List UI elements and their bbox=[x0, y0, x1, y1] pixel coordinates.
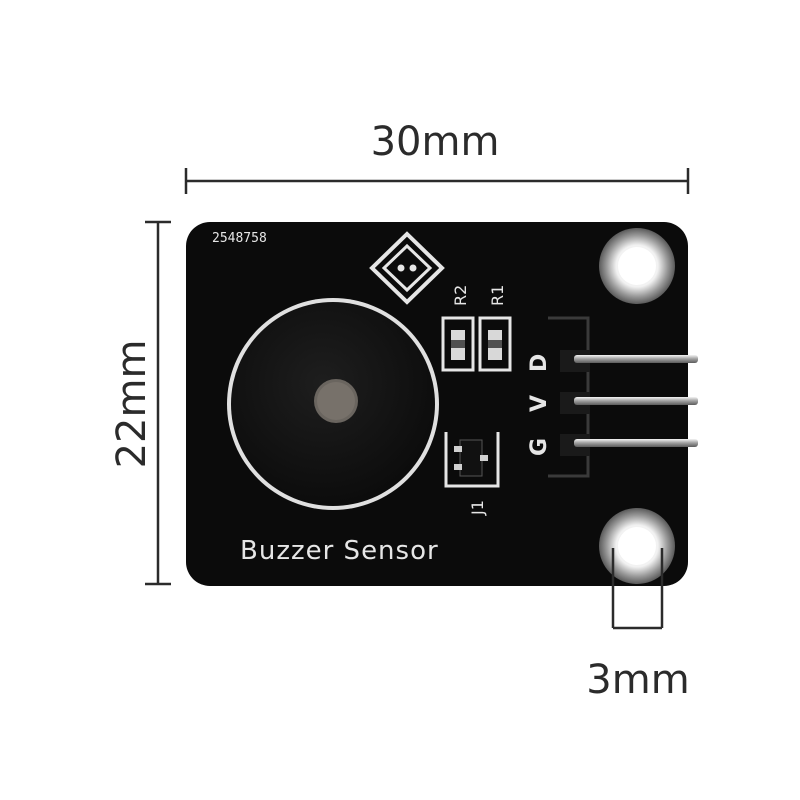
board-title: Buzzer Sensor bbox=[240, 536, 439, 566]
mount-hole-dimension-label: 3mm bbox=[586, 657, 690, 703]
width-dimension-line bbox=[184, 168, 690, 194]
jumper-label-j1: J1 bbox=[468, 500, 487, 516]
pin-label-g: G bbox=[527, 438, 552, 456]
logo-dot-right bbox=[409, 264, 417, 272]
logo-icon bbox=[369, 231, 445, 305]
height-dimension-line bbox=[145, 220, 171, 586]
header-pin-g bbox=[574, 439, 698, 447]
resistor-label-r1: R1 bbox=[488, 285, 507, 306]
resistor-r2 bbox=[441, 316, 475, 372]
logo-dot-left bbox=[397, 264, 405, 272]
transistor-j1 bbox=[444, 432, 500, 488]
mount-hole-bottom bbox=[599, 508, 675, 584]
resistor-label-r2: R2 bbox=[451, 285, 470, 306]
pin-label-v: V bbox=[527, 395, 552, 412]
mount-hole-top bbox=[599, 228, 675, 304]
pin-label-d: D bbox=[527, 354, 552, 372]
buzzer-component bbox=[227, 298, 439, 510]
resistor-r1 bbox=[478, 316, 512, 372]
width-dimension-label: 30mm bbox=[370, 119, 500, 165]
header-pin-v bbox=[574, 397, 698, 405]
mount-hole-dimension-line bbox=[611, 548, 664, 630]
header-pin-d bbox=[574, 355, 698, 363]
serial-number: 2548758 bbox=[212, 231, 267, 246]
header-pins bbox=[560, 350, 698, 456]
